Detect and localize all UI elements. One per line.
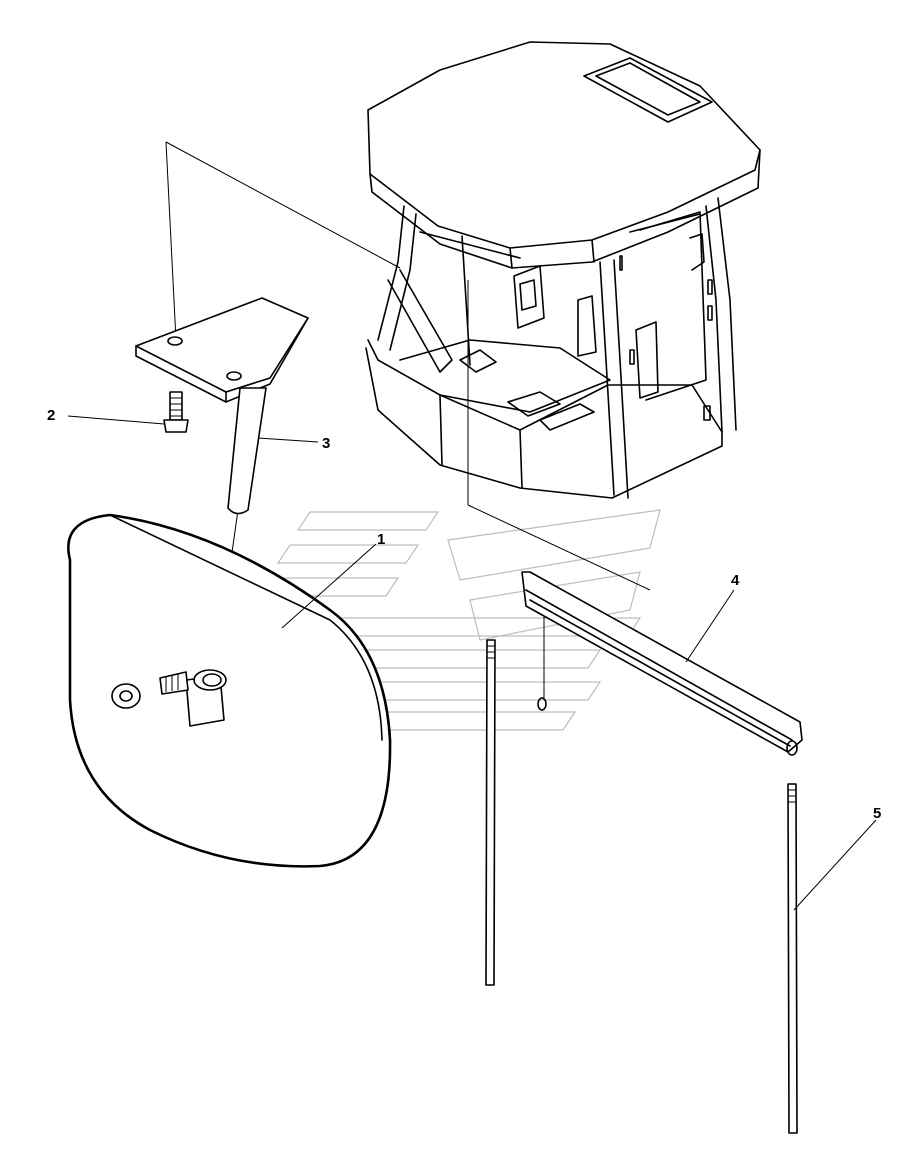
rod-left xyxy=(485,639,496,986)
callout-label-3: 3 xyxy=(322,435,330,452)
bracket-arm xyxy=(135,297,309,515)
callout-4: 4 xyxy=(685,572,740,663)
callout-5: 5 xyxy=(793,805,881,911)
callout-2: 2 xyxy=(47,407,165,425)
bolt xyxy=(163,391,189,433)
callout-label-5: 5 xyxy=(873,805,881,822)
mirror xyxy=(67,513,392,868)
callout-label-1: 1 xyxy=(377,531,385,548)
mounting-rail xyxy=(521,571,803,756)
callout-1: 1 xyxy=(281,531,385,629)
cab-assembly xyxy=(365,41,761,499)
callout-3: 3 xyxy=(257,435,330,452)
rod-right xyxy=(787,783,798,1134)
callout-label-2: 2 xyxy=(47,407,55,424)
callout-label-4: 4 xyxy=(731,572,740,589)
